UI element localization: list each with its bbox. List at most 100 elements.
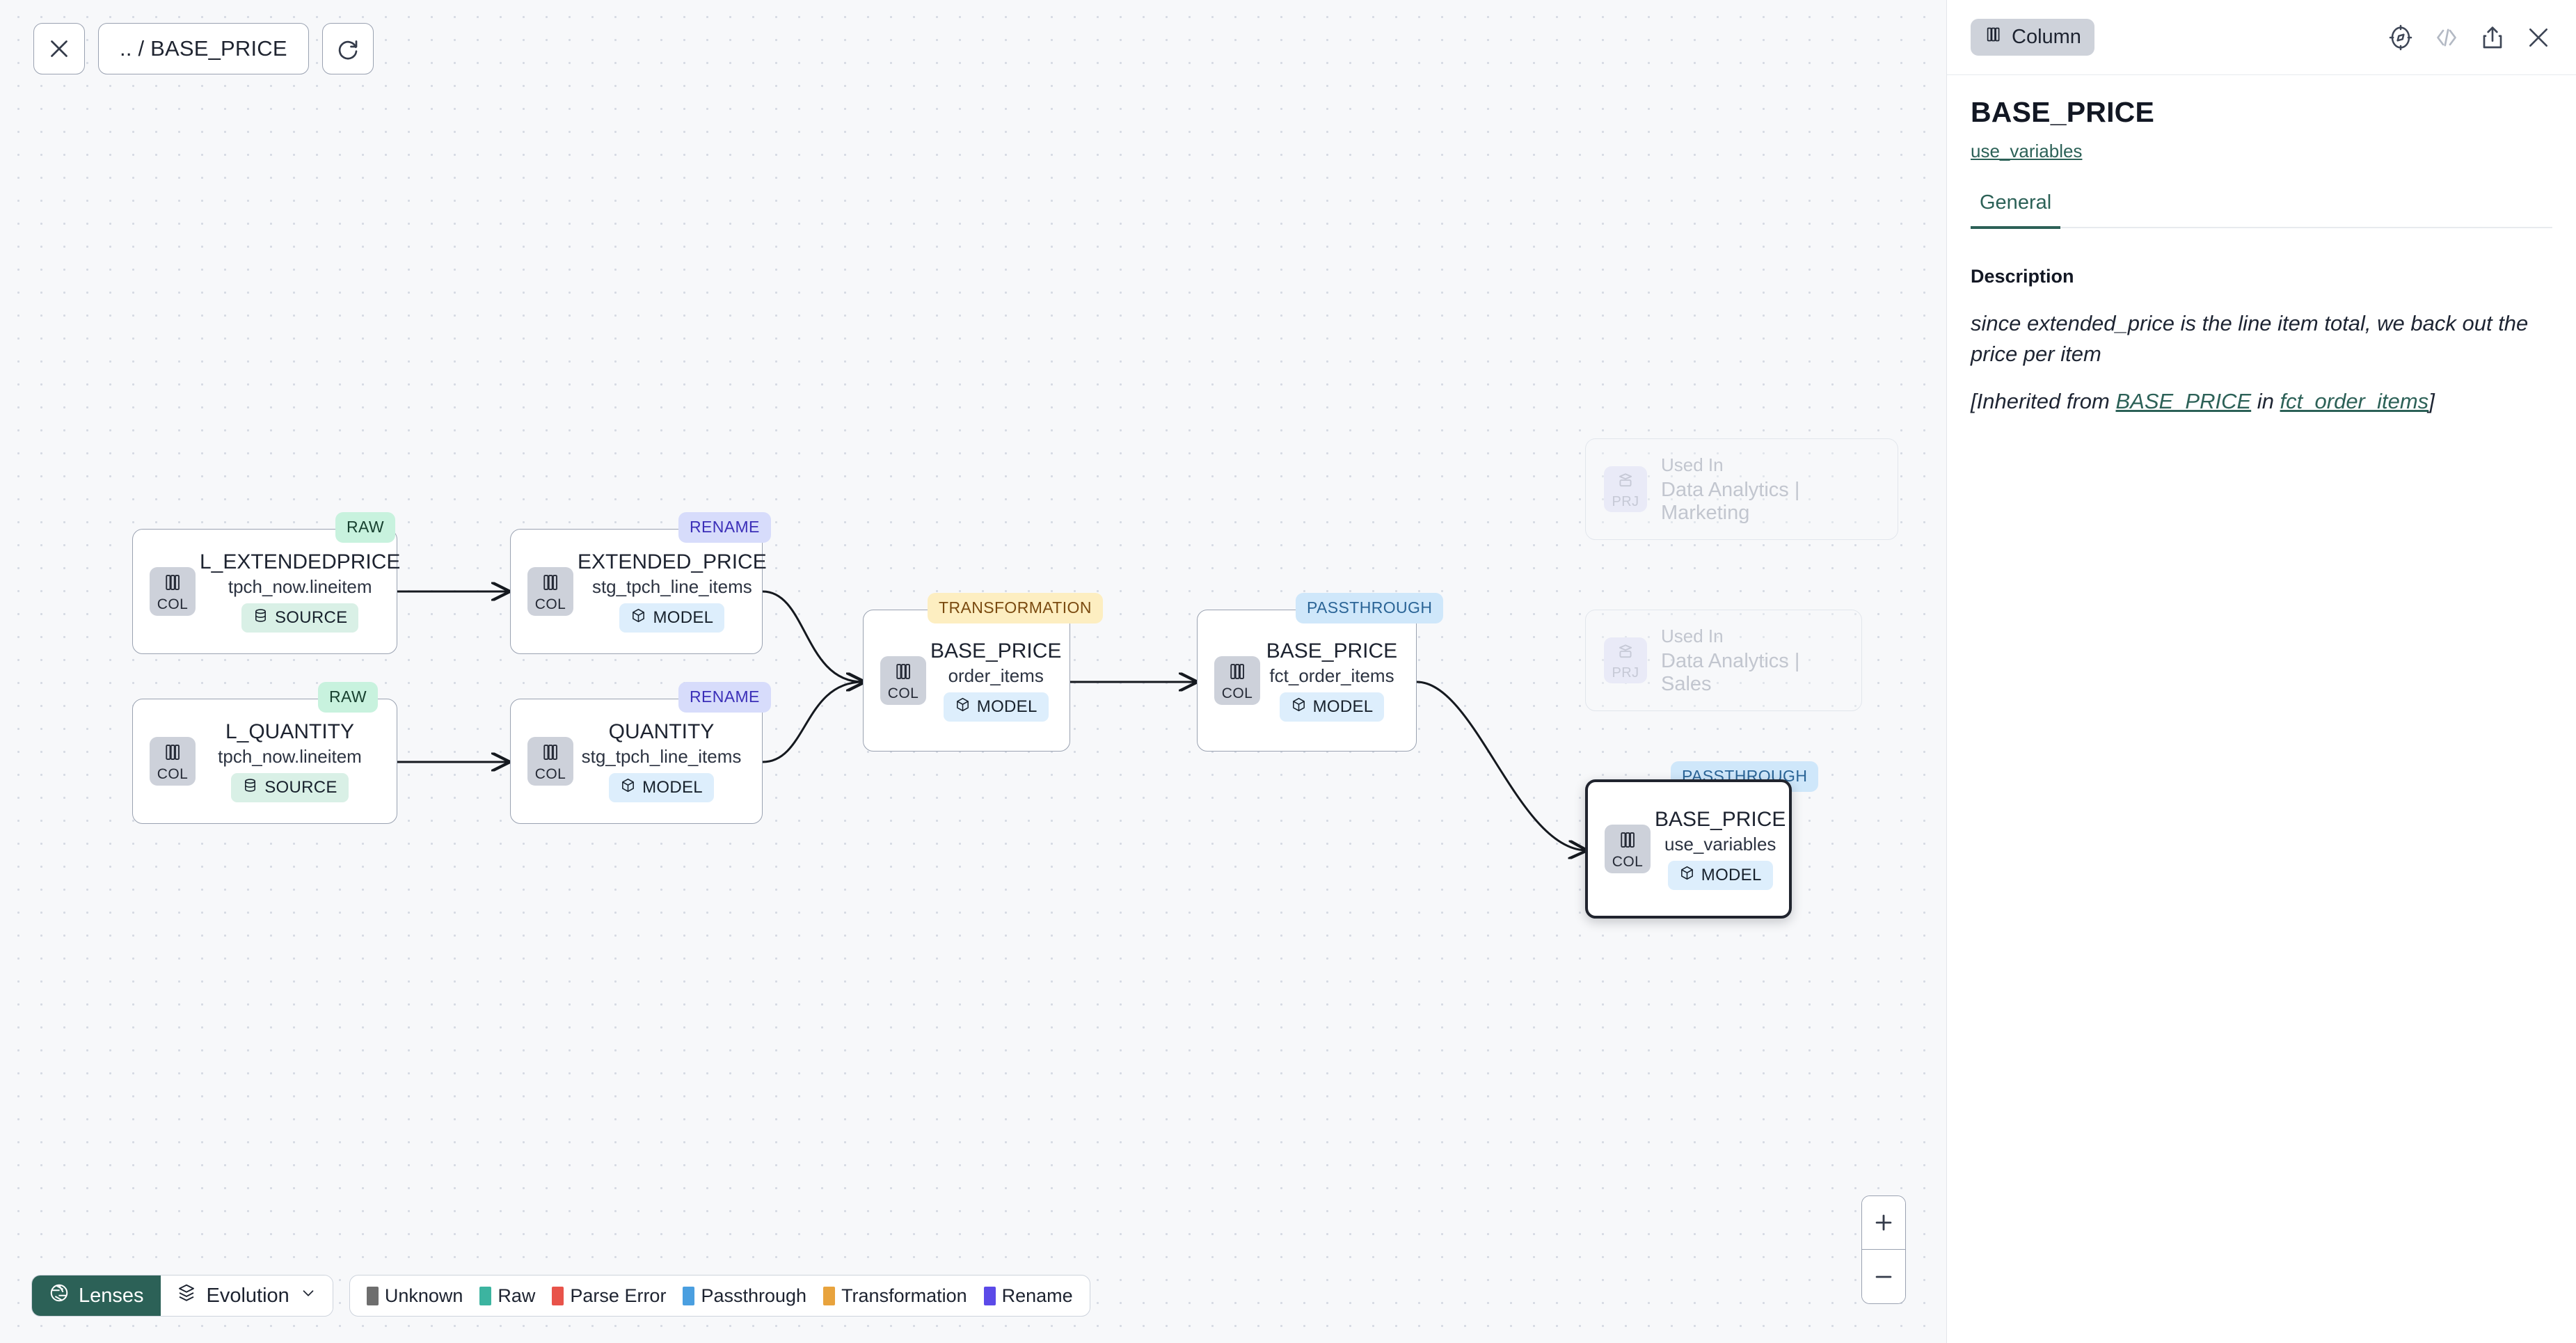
node-base-price-fct-order-items[interactable]: COL BASE_PRICE fct_order_items MODEL — [1197, 610, 1417, 752]
plus-icon — [1872, 1211, 1895, 1234]
node-title: BASE_PRICE — [930, 639, 1062, 663]
col-chip-label: COL — [1612, 853, 1644, 870]
legend-item-passthrough[interactable]: Passthrough — [683, 1285, 806, 1307]
node-tag: SOURCE — [231, 772, 349, 802]
legend-label: Rename — [1001, 1285, 1073, 1306]
node-title: QUANTITY — [608, 720, 715, 744]
chevron-down-icon — [299, 1284, 317, 1308]
evolution-label: Evolution — [206, 1284, 289, 1307]
col-chip-label: COL — [887, 685, 919, 701]
legend-item-parse-error[interactable]: Parse Error — [552, 1285, 666, 1307]
node-tag: SOURCE — [241, 603, 359, 633]
node-pill-raw-2: RAW — [318, 682, 379, 713]
node-pill-raw-1: RAW — [335, 512, 396, 543]
evolution-dropdown[interactable]: Evolution — [160, 1276, 333, 1316]
node-pill-passthrough-1: PASSTHROUGH — [1296, 593, 1444, 623]
node-tag-label: SOURCE — [274, 607, 348, 627]
inherited-column-link[interactable]: BASE_PRICE — [2115, 389, 2252, 414]
legend-item-unknown[interactable]: Unknown — [366, 1285, 463, 1307]
node-subtitle: fct_order_items — [1269, 665, 1394, 686]
canvas-toolbar: .. / BASE_PRICE — [33, 23, 374, 74]
col-chip: COL — [150, 737, 196, 786]
inherited-note: [Inherited from BASE_PRICE in fct_order_… — [1971, 386, 2552, 417]
column-icon — [1617, 829, 1638, 854]
column-icon — [893, 661, 914, 685]
col-chip: COL — [527, 567, 573, 616]
lenses-button[interactable]: Lenses — [32, 1276, 161, 1316]
node-tag: MODEL — [1279, 692, 1385, 722]
legend-swatch — [983, 1286, 996, 1305]
pill-label: RENAME — [690, 688, 760, 706]
pill-label: RENAME — [690, 518, 760, 536]
tab-general[interactable]: General — [1971, 191, 2061, 229]
col-chip-label: COL — [157, 596, 189, 612]
inherited-suffix: ] — [2428, 389, 2435, 414]
code-icon[interactable] — [2433, 24, 2460, 51]
cube-icon — [620, 777, 636, 798]
ghost-node-line2: Data Analytics | Sales — [1661, 649, 1800, 695]
close-icon[interactable] — [2525, 24, 2552, 51]
node-title: EXTENDED_PRICE — [578, 550, 767, 574]
compass-icon[interactable] — [2387, 24, 2415, 51]
prj-chip: PRJ — [1604, 637, 1647, 683]
legend-item-rename[interactable]: Rename — [983, 1285, 1073, 1307]
details-panel-body: BASE_PRICE use_variables General Descrip… — [1947, 75, 2576, 417]
refresh-icon — [335, 36, 360, 61]
parent-model-link[interactable]: use_variables — [1971, 141, 2083, 161]
column-icon — [540, 572, 561, 596]
zoom-controls — [1861, 1195, 1906, 1304]
node-l-quantity[interactable]: COL L_QUANTITY tpch_now.lineitem SOURCE — [132, 699, 397, 824]
prj-chip-label: PRJ — [1612, 493, 1639, 509]
legend-swatch — [683, 1286, 695, 1305]
legend-swatch — [479, 1286, 492, 1305]
close-button[interactable] — [33, 23, 85, 74]
legend-label: Transformation — [841, 1285, 967, 1306]
database-icon — [253, 607, 269, 628]
node-subtitle: stg_tpch_line_items — [581, 745, 742, 767]
prj-chip: PRJ — [1604, 466, 1647, 512]
col-chip: COL — [1605, 825, 1651, 873]
node-quantity[interactable]: COL QUANTITY stg_tpch_line_items MODEL — [510, 699, 763, 824]
details-panel-header: Column — [1947, 0, 2576, 75]
node-tag: MODEL — [943, 692, 1049, 722]
col-chip: COL — [880, 656, 926, 705]
lens-group: Lenses Evolution — [31, 1275, 333, 1317]
legend-item-raw[interactable]: Raw — [479, 1285, 535, 1307]
node-tag-label: MODEL — [976, 697, 1037, 716]
database-icon — [242, 777, 258, 798]
ghost-node-used-in-sales[interactable]: PRJ Used In Data Analytics | Sales — [1585, 610, 1862, 711]
node-title: BASE_PRICE — [1655, 808, 1786, 832]
zoom-in-button[interactable] — [1862, 1196, 1905, 1250]
node-pill-rename-1: RENAME — [678, 512, 771, 543]
lenses-label: Lenses — [79, 1284, 144, 1307]
cube-icon — [630, 607, 646, 628]
page-title: BASE_PRICE — [1971, 96, 2155, 128]
object-kind-chip: Column — [1971, 19, 2094, 56]
lineage-canvas[interactable]: .. / BASE_PRICE RAW COL — [0, 0, 1946, 1343]
object-kind-label: Column — [2012, 26, 2081, 48]
description-label: Description — [1971, 266, 2074, 287]
legend-swatch — [552, 1286, 564, 1305]
breadcrumb-button[interactable]: .. / BASE_PRICE — [98, 23, 309, 74]
node-base-price-order-items[interactable]: COL BASE_PRICE order_items MODEL — [863, 610, 1070, 752]
inherited-model-link[interactable]: fct_order_items — [2280, 389, 2429, 414]
project-icon — [1616, 470, 1635, 493]
legend-item-transformation[interactable]: Transformation — [823, 1285, 967, 1307]
column-icon — [162, 742, 183, 766]
pill-label: TRANSFORMATION — [939, 598, 1092, 617]
node-pill-transformation: TRANSFORMATION — [928, 593, 1103, 623]
col-chip-label: COL — [534, 596, 566, 612]
node-title: BASE_PRICE — [1266, 639, 1398, 663]
zoom-out-button[interactable] — [1862, 1250, 1905, 1303]
share-icon[interactable] — [2479, 24, 2506, 51]
node-base-price-use-variables[interactable]: COL BASE_PRICE use_variables MODEL — [1585, 779, 1792, 919]
panel-header-actions — [2387, 24, 2552, 51]
node-tag-label: MODEL — [653, 607, 714, 627]
node-l-extendedprice[interactable]: COL L_EXTENDEDPRICE tpch_now.lineitem SO… — [132, 529, 400, 654]
ghost-node-used-in-marketing[interactable]: PRJ Used In Data Analytics | Marketing — [1585, 438, 1898, 540]
node-tag-label: MODEL — [642, 777, 703, 797]
refresh-button[interactable] — [321, 23, 374, 74]
layers-icon — [176, 1282, 197, 1309]
legend-swatch — [366, 1286, 379, 1305]
node-extended-price[interactable]: COL EXTENDED_PRICE stg_tpch_line_items M… — [510, 529, 767, 654]
